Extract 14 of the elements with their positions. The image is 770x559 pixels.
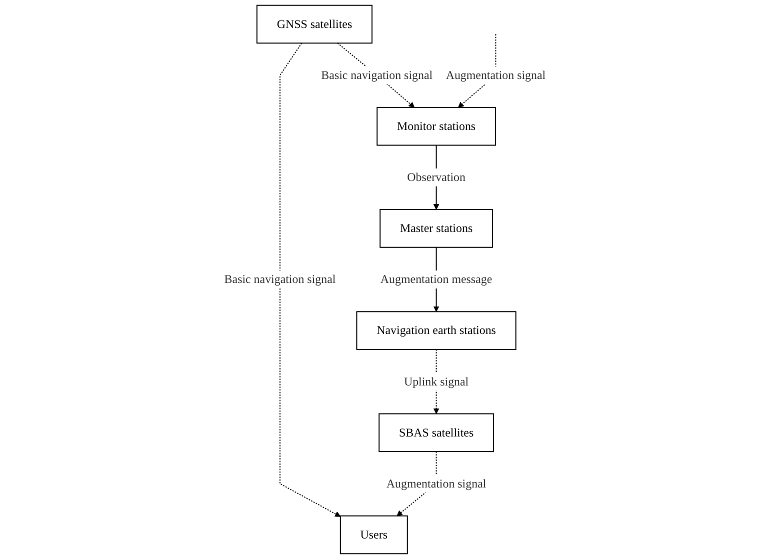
edge-label: Basic navigation signal: [224, 272, 336, 286]
edge-label: Uplink signal: [404, 374, 469, 388]
edge-label: Basic navigation signal: [321, 68, 433, 82]
node-box: Users: [340, 515, 408, 554]
node-box: SBAS satellites: [378, 413, 494, 452]
edge-label: Augmentation message: [380, 272, 492, 286]
edge-label: Augmentation signal: [386, 476, 486, 490]
node-box: Navigation earth stations: [356, 311, 516, 350]
edge-label: Observation: [407, 170, 466, 184]
node-box: Master stations: [380, 209, 494, 248]
edge-label: Augmentation signal: [446, 68, 546, 82]
arrow: [280, 42, 341, 517]
node-box: Monitor stations: [376, 106, 496, 146]
node-box: GNSS satellites: [256, 4, 373, 44]
